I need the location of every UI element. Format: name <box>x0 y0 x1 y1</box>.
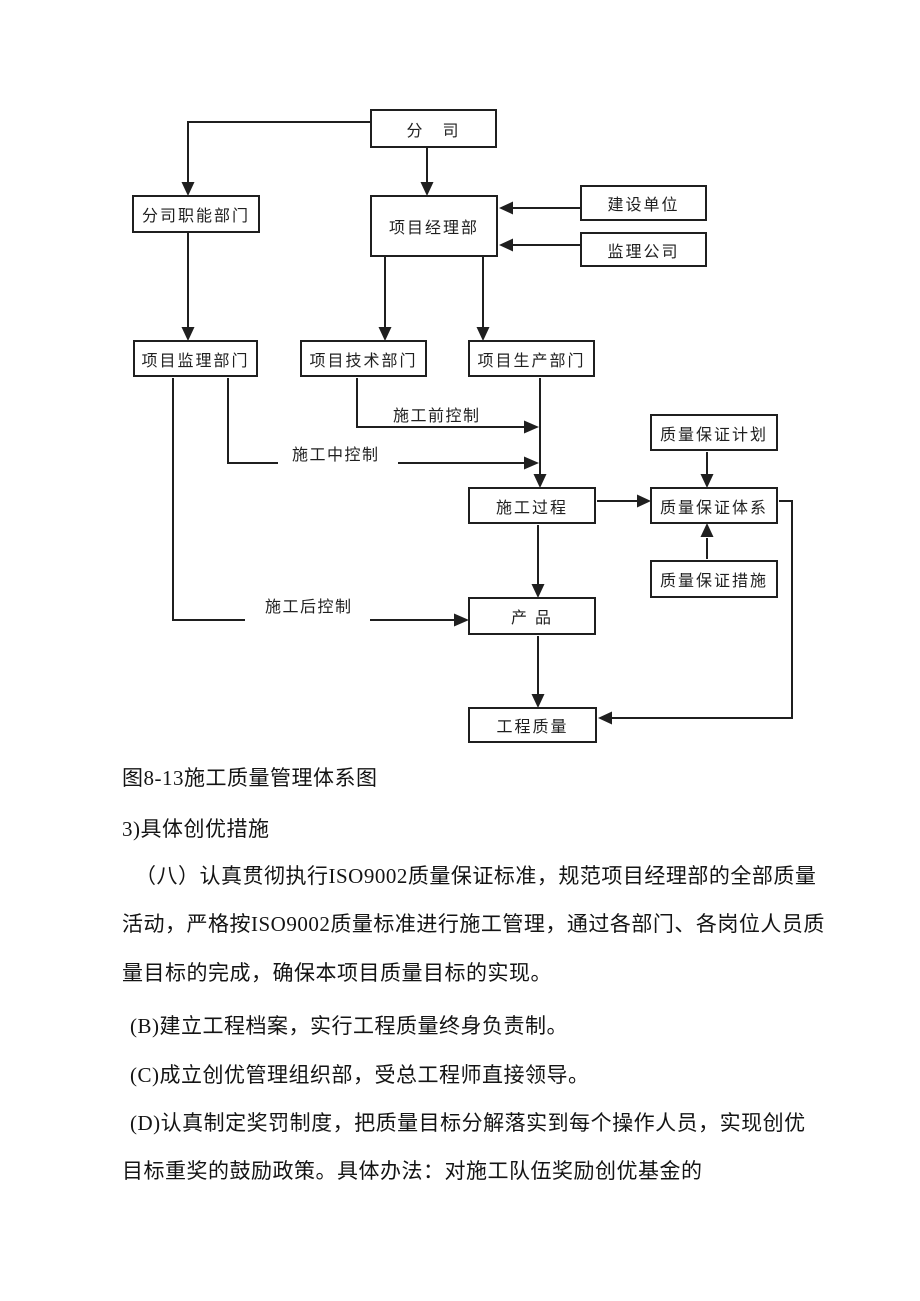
arrow-branch-function-to-project-supervision <box>181 233 195 341</box>
arrow-qa-plan-to-qa-system <box>700 452 714 488</box>
item-c: (C)成立创优管理组织部，受总工程师直接领导。 <box>130 1063 590 1087</box>
box-company: 分 司 <box>370 109 497 148</box>
box-project-quality: 工程质量 <box>468 707 597 743</box>
arrow-pre-construction-control <box>356 378 539 434</box>
label-post-construction-control: 施工后控制 <box>265 599 353 616</box>
box-construction-unit: 建设单位 <box>580 185 707 221</box>
arrow-process-to-qa-system <box>597 494 651 508</box>
box-qa-system: 质量保证体系 <box>650 487 778 524</box>
section-heading: 3)具体创优措施 <box>122 817 270 841</box>
arrow-production-to-construction-process <box>533 378 547 488</box>
arrow-supervision-company-to-project-manager-dept <box>499 238 580 252</box>
box-project-supervision-dept: 项目监理部门 <box>133 340 258 377</box>
arrow-company-to-project-manager-dept <box>420 148 434 196</box>
arrow-construction-unit-to-project-manager-dept <box>499 201 580 215</box>
arrow-qa-system-to-project-quality <box>598 500 793 725</box>
arrow-qa-measures-to-qa-system <box>700 523 714 559</box>
box-qa-plan: 质量保证计划 <box>650 414 778 451</box>
arrow-during-construction-control <box>227 378 539 470</box>
arrow-manager-to-production-dept <box>476 257 490 341</box>
paragraph-a-line-2: 活动，严格按ISO9002质量标准进行施工管理，通过各部门、各岗位人员质 <box>122 912 825 936</box>
label-pre-construction-control: 施工前控制 <box>393 408 481 425</box>
paragraph-a-line-3: 量目标的完成，确保本项目质量目标的实现。 <box>122 961 552 985</box>
box-qa-measures: 质量保证措施 <box>650 560 778 598</box>
paragraph-d-line-2: 目标重奖的鼓励政策。具体办法：对施工队伍奖励创优基金的 <box>122 1159 703 1183</box>
arrow-company-to-branch-function-dept <box>181 121 371 196</box>
paragraph-d-line-1: (D)认真制定奖罚制度，把质量目标分解落实到每个操作人员，实现创优 <box>130 1111 806 1135</box>
arrow-product-to-project-quality <box>531 636 545 708</box>
box-project-production-dept: 项目生产部门 <box>468 340 595 377</box>
paragraph-a-line-1: （八）认真贯彻执行ISO9002质量保证标准，规范项目经理部的全部质量 <box>135 864 817 888</box>
figure-caption: 图8-13施工质量管理体系图 <box>122 766 378 790</box>
box-construction-process: 施工过程 <box>468 487 596 524</box>
box-branch-function-dept: 分司职能部门 <box>132 195 260 233</box>
arrow-process-to-product <box>531 525 545 598</box>
box-project-technical-dept: 项目技术部门 <box>300 340 427 377</box>
arrow-post-construction-control <box>172 378 469 627</box>
box-product: 产 品 <box>468 597 596 635</box>
arrow-manager-to-technical-dept <box>378 257 392 341</box>
box-supervision-company: 监理公司 <box>580 232 707 267</box>
label-during-construction-control: 施工中控制 <box>292 447 380 464</box>
item-b: (B)建立工程档案，实行工程质量终身负责制。 <box>130 1014 568 1038</box>
box-project-manager-dept: 项目经理部 <box>370 195 498 257</box>
flowchart-connectors <box>172 121 793 725</box>
